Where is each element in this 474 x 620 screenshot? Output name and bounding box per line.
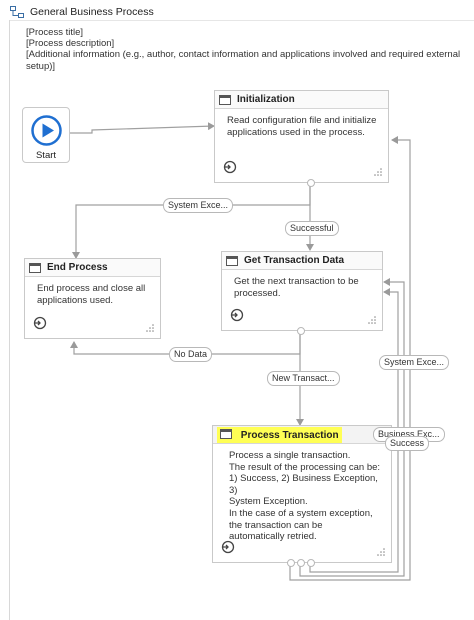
transition-new-transaction[interactable]: New Transact... <box>267 371 340 386</box>
connection-dot[interactable] <box>297 327 305 335</box>
connection-dot[interactable] <box>287 559 295 567</box>
transition-system-exception-init[interactable]: System Exce... <box>163 198 234 213</box>
entry-action-icon[interactable] <box>33 316 47 330</box>
start-node[interactable]: Start <box>22 107 70 163</box>
workflow-title-bar[interactable]: General Business Process <box>10 4 474 21</box>
annotation-line: [Additional information (e.g., author, c… <box>26 49 461 72</box>
description-line: Process a single transaction. <box>229 450 351 461</box>
resize-grip-icon[interactable] <box>374 168 382 176</box>
process-annotation[interactable]: [Process title] [Process description] [A… <box>26 27 466 72</box>
description-line: automatically retried. <box>229 531 317 543</box>
state-icon <box>219 94 231 105</box>
final-state-icon <box>29 262 41 273</box>
designer-frame-border <box>9 20 10 620</box>
state-icon <box>226 255 238 266</box>
connection-dot[interactable] <box>297 559 305 567</box>
state-header: End Process <box>25 259 160 277</box>
description-line: In the case of a system exception, <box>229 507 373 519</box>
resize-grip-icon[interactable] <box>368 316 376 324</box>
description-line: The result of the processing can be: <box>229 461 381 473</box>
state-get-transaction-data[interactable]: Get Transaction Data Get the next transa… <box>221 251 383 335</box>
entry-action-icon[interactable] <box>230 308 244 322</box>
state-header: Get Transaction Data <box>222 252 382 270</box>
play-icon <box>31 115 62 146</box>
description-line: 1) Success, 2) Business Exception, 3) <box>229 473 378 496</box>
transition-no-data[interactable]: No Data <box>169 347 213 362</box>
connection-dot[interactable] <box>307 559 315 567</box>
connection-dot[interactable] <box>307 179 315 187</box>
resize-grip-icon[interactable] <box>377 548 385 556</box>
state-description: Get the next transaction to be processed… <box>234 276 359 299</box>
description-line: the transaction can be <box>229 519 323 531</box>
state-description: Read configuration file and initialize a… <box>227 115 377 138</box>
start-label: Start <box>35 150 57 161</box>
state-machine-icon <box>10 6 24 18</box>
description-line: System Exception. <box>229 496 308 508</box>
annotation-line: [Process title] <box>26 27 84 38</box>
transition-system-exception-process[interactable]: System Exce... <box>379 355 450 370</box>
transition-success[interactable]: Success <box>385 436 430 451</box>
state-end-process[interactable]: End Process End process and close all ap… <box>24 258 161 339</box>
workflow-title: General Business Process <box>30 6 154 18</box>
state-header: Initialization <box>215 91 388 109</box>
highlighted-title: Process Transaction <box>217 426 342 443</box>
state-title: Initialization <box>237 94 295 105</box>
state-initialization[interactable]: Initialization Read configuration file a… <box>214 90 389 187</box>
state-title: Get Transaction Data <box>244 255 345 266</box>
annotation-line: [Process description] <box>26 38 115 50</box>
transition-successful[interactable]: Successful <box>285 221 339 236</box>
resize-grip-icon[interactable] <box>146 324 154 332</box>
entry-action-icon[interactable] <box>223 160 237 174</box>
state-header: Process Transaction <box>213 426 391 444</box>
state-title: End Process <box>47 262 108 273</box>
state-icon <box>220 428 232 439</box>
state-title: Process Transaction <box>240 429 339 441</box>
state-description: End process and close all applications u… <box>37 283 146 306</box>
state-process-transaction[interactable]: Process Transaction Process a single tra… <box>212 425 392 567</box>
entry-action-icon[interactable] <box>221 540 235 554</box>
state-description: Process a single transaction. The result… <box>213 444 391 543</box>
